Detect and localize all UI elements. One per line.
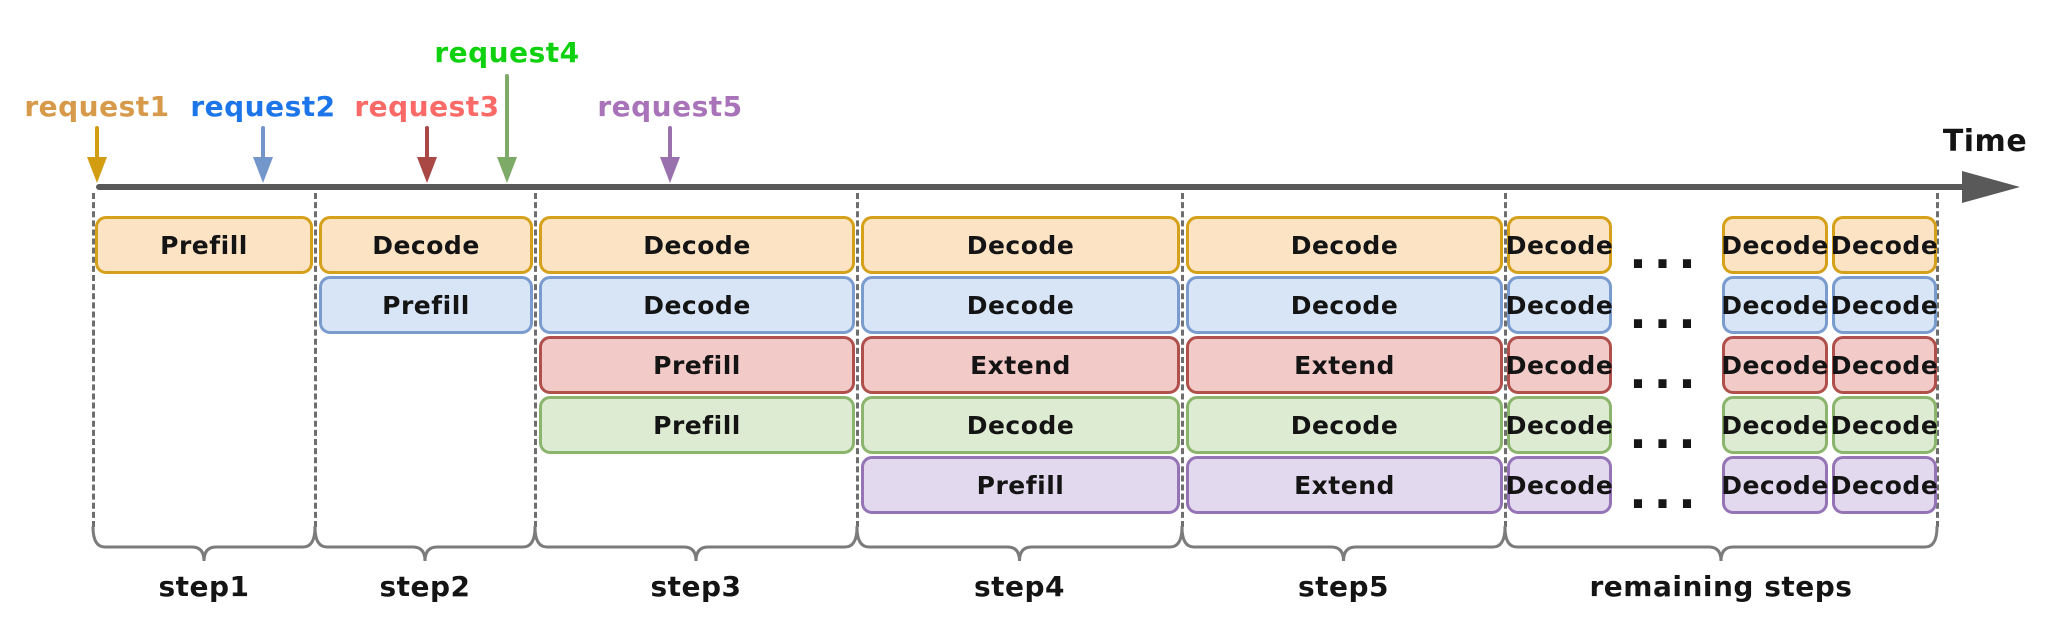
request-arrow-request2 xyxy=(261,126,265,159)
task-block-request2-cont3: Decode xyxy=(1831,276,1938,334)
task-block-request3-cont3: Decode xyxy=(1831,336,1938,394)
step-boundary-line xyxy=(856,193,859,527)
task-block-request4-cont2: Decode xyxy=(1721,396,1828,454)
step-boundary-line xyxy=(314,193,317,527)
task-block-request1-cont2: Decode xyxy=(1721,216,1828,274)
step-boundary-line xyxy=(1504,193,1507,527)
task-block-request3-step4: Extend xyxy=(861,336,1180,394)
step-brace-step2 xyxy=(313,525,537,562)
task-block-request5-cont1: Decode xyxy=(1506,456,1613,514)
request-arrowhead-icon-request3 xyxy=(417,157,437,183)
request-arrow-request3 xyxy=(425,126,429,159)
timeline-arrowhead-icon xyxy=(1962,171,2020,203)
step-label-step1: step1 xyxy=(158,570,250,603)
step-boundary-line xyxy=(92,193,95,527)
step-label-step5: step5 xyxy=(1297,570,1390,603)
task-block-request4-cont1: Decode xyxy=(1506,396,1613,454)
task-block-request3-cont2: Decode xyxy=(1721,336,1828,394)
request-arrowhead-icon-request4 xyxy=(497,157,517,183)
step-label-step3: step3 xyxy=(650,570,742,603)
time-label: Time xyxy=(1942,124,2028,159)
task-block-request4-step3: Prefill xyxy=(539,396,855,454)
step-label-step4: step4 xyxy=(973,570,1066,603)
step-brace-step5 xyxy=(1180,525,1507,562)
task-block-request5-step5: Extend xyxy=(1186,456,1503,514)
task-block-request2-step3: Decode xyxy=(539,276,855,334)
step-brace-step1 xyxy=(91,525,317,562)
task-block-request5-cont2: Decode xyxy=(1721,456,1828,514)
request-arrow-request4 xyxy=(505,74,509,159)
request-arrow-request5 xyxy=(668,126,672,159)
step-label-step2: step2 xyxy=(379,570,471,603)
task-block-request2-step4: Decode xyxy=(861,276,1180,334)
task-block-request3-step5: Extend xyxy=(1186,336,1503,394)
step-boundary-line xyxy=(1936,193,1939,527)
task-block-request2-step5: Decode xyxy=(1186,276,1503,334)
task-block-request1-step3: Decode xyxy=(539,216,855,274)
task-block-request2-step2: Prefill xyxy=(319,276,533,334)
step-label-remaining: remaining steps xyxy=(1589,570,1853,603)
task-block-request1-step4: Decode xyxy=(861,216,1180,274)
task-block-request5-cont3: Decode xyxy=(1831,456,1938,514)
task-block-request2-cont2: Decode xyxy=(1721,276,1828,334)
request-arrowhead-icon-request1 xyxy=(87,157,107,183)
step-boundary-line xyxy=(534,193,537,527)
request-arrowhead-icon-request2 xyxy=(253,157,273,183)
request-label-request5: request5 xyxy=(597,90,743,123)
timeline-axis xyxy=(96,184,1966,190)
task-block-request3-cont1: Decode xyxy=(1506,336,1613,394)
task-block-request3-step3: Prefill xyxy=(539,336,855,394)
request-label-request3: request3 xyxy=(354,90,500,123)
request-label-request2: request2 xyxy=(190,90,336,123)
step-boundary-line xyxy=(1181,193,1184,527)
task-block-request2-cont1: Decode xyxy=(1506,276,1613,334)
task-block-request1-step5: Decode xyxy=(1186,216,1503,274)
step-brace-step4 xyxy=(855,525,1184,562)
task-block-request5-step4: Prefill xyxy=(861,456,1180,514)
task-block-request1-cont3: Decode xyxy=(1831,216,1938,274)
request-label-request1: request1 xyxy=(24,90,170,123)
task-block-request1-step2: Decode xyxy=(319,216,533,274)
task-block-request4-cont3: Decode xyxy=(1831,396,1938,454)
task-block-request4-step4: Decode xyxy=(861,396,1180,454)
request-arrow-request1 xyxy=(95,126,99,159)
task-block-request1-cont1: Decode xyxy=(1506,216,1613,274)
task-block-request4-step5: Decode xyxy=(1186,396,1503,454)
request-label-request4: request4 xyxy=(434,36,580,69)
step-brace-remaining xyxy=(1503,525,1939,562)
request-arrowhead-icon-request5 xyxy=(660,157,680,183)
step-brace-step3 xyxy=(533,525,859,562)
task-block-request1-step1: Prefill xyxy=(95,216,313,274)
